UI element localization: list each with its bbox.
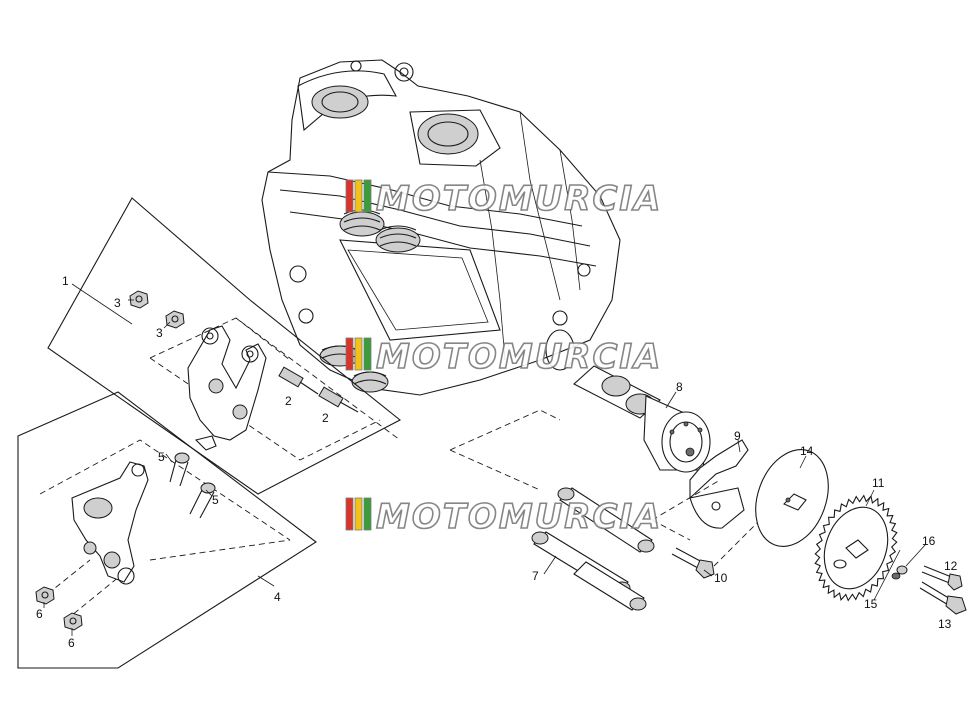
callout-6a: 6: [36, 607, 43, 621]
callout-2b: 2: [322, 411, 329, 425]
leader-lines: [43, 283, 927, 636]
callout-7: 7: [532, 569, 539, 583]
nut-3b: [165, 310, 185, 329]
sprocket-plate: [755, 449, 829, 547]
rocker-shaft-7b: [557, 487, 655, 553]
callout-15: 15: [864, 597, 878, 611]
nut-6a: [35, 586, 55, 605]
decompressor-plate: [689, 439, 749, 529]
cam-sprocket: [814, 494, 898, 602]
nut-3a: [129, 290, 149, 309]
callout-3b: 3: [156, 326, 163, 340]
callout-2a: 2: [285, 394, 292, 408]
rocker-arm-upper: [187, 325, 267, 451]
callout-9: 9: [734, 429, 741, 443]
watermark-text: MOTOMURCIA: [376, 179, 662, 219]
rocker-group-frame-lower: [17, 391, 317, 669]
nut-6b: [63, 612, 83, 631]
camshaft: [573, 365, 711, 473]
callout-1: 1: [62, 274, 69, 288]
callout-16: 16: [922, 534, 936, 548]
bolt-12: [921, 565, 963, 591]
callout-5a: 5: [158, 450, 165, 464]
bolt-13: [919, 581, 967, 615]
screw-5a: [169, 452, 190, 487]
callout-6b: 6: [68, 636, 75, 650]
rocker-shaft-7c: [573, 561, 647, 611]
bolt-10: [671, 519, 761, 579]
pin-15: [891, 572, 901, 580]
watermark-1: MOTOMURCIA: [345, 178, 662, 220]
rocker-arm-lower: [71, 461, 149, 585]
dashed-guide-sprocket: [651, 479, 721, 541]
callout-13: 13: [938, 617, 952, 631]
callout-14: 14: [800, 444, 814, 458]
callout-5b: 5: [212, 493, 219, 507]
dashed-guide-lower: [39, 439, 291, 621]
callouts: 1 2 2 3 3 4 5 5 6 6 7 8 9 10 11 12 13 14…: [36, 274, 958, 650]
watermark-text: MOTOMURCIA: [376, 337, 662, 377]
rocker-group-frame-upper: [47, 197, 402, 495]
callout-4: 4: [274, 590, 281, 604]
callout-8: 8: [676, 380, 683, 394]
callout-12: 12: [944, 559, 958, 573]
watermark-3: MOTOMURCIA: [345, 496, 662, 538]
dashed-guide-shafts: [449, 409, 561, 491]
watermark-text: MOTOMURCIA: [376, 497, 662, 537]
callout-10: 10: [714, 571, 728, 585]
callout-3a: 3: [114, 296, 121, 310]
washer-16: [896, 565, 908, 575]
adjuster-2b: [318, 386, 359, 413]
cylinder-head: [261, 59, 621, 396]
screw-5b: [189, 482, 216, 519]
callout-11: 11: [872, 476, 885, 490]
watermark-2: MOTOMURCIA: [345, 336, 662, 378]
adjuster-2a: [278, 366, 319, 395]
